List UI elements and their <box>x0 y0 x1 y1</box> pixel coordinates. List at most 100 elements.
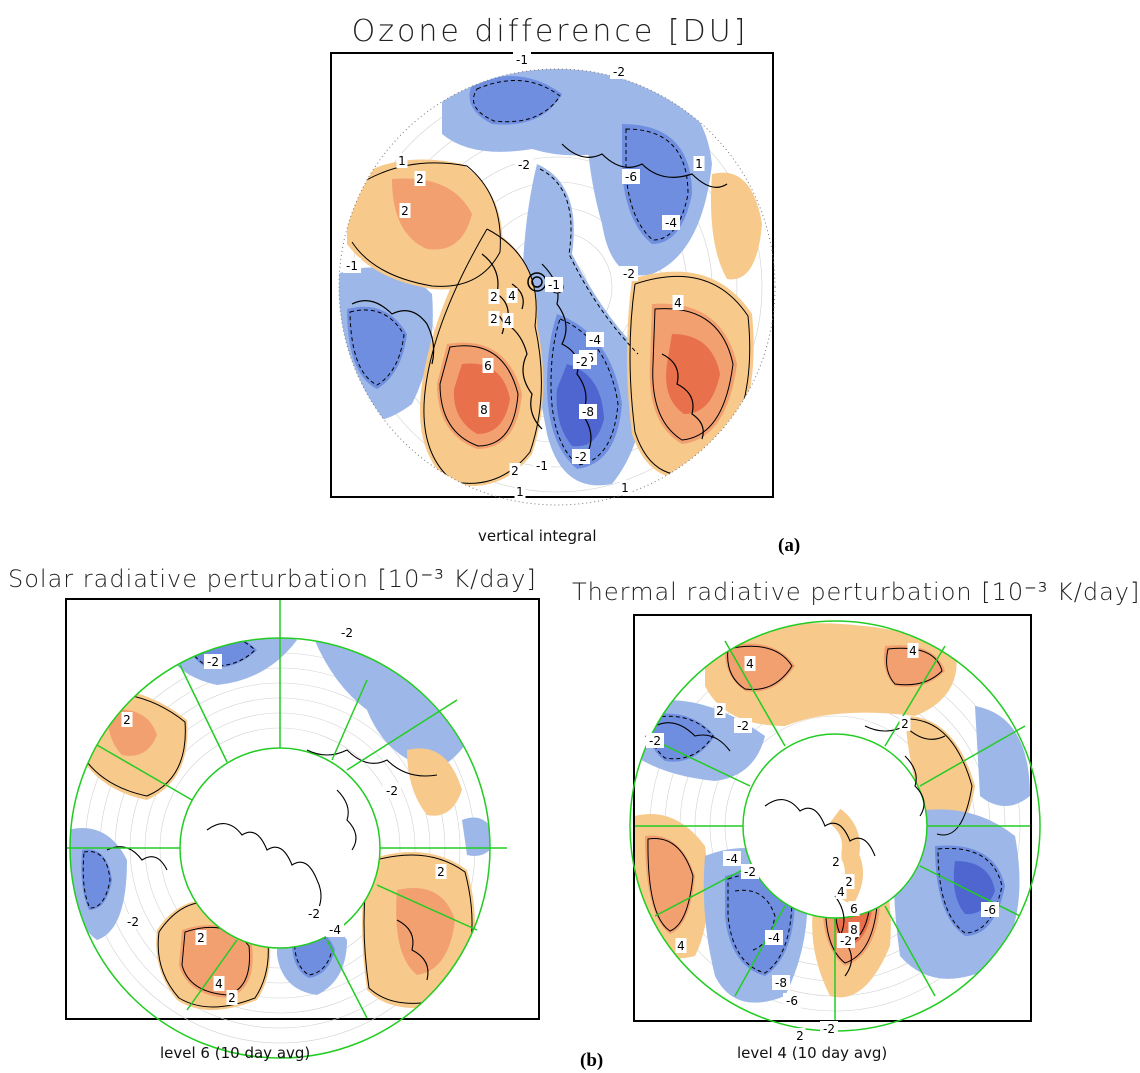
contour-label-bg <box>545 277 563 292</box>
contour-label-bg <box>488 311 500 326</box>
contour-label: -2 <box>840 934 852 948</box>
contour-label-bg <box>741 864 759 879</box>
contour-label-bg <box>734 718 752 733</box>
contour-label: -4 <box>726 852 738 866</box>
contour-label: 8 <box>850 923 858 937</box>
contour-label: 2 <box>490 312 498 326</box>
panel-b-left-subtitle: level 6 (10 day avg) <box>160 1044 311 1062</box>
contour-label: 2 <box>832 855 840 869</box>
panel-b-right-subtitle: level 4 (10 day avg) <box>737 1044 888 1062</box>
contour-label: 1 <box>695 157 703 171</box>
contour-label: 4 <box>215 977 223 991</box>
contour-label-bg <box>399 203 411 218</box>
panel-a-map: -1-2-2-61122-1-4-224-1424-4-66-28-8-22-1… <box>330 52 776 506</box>
contour-label: -2 <box>823 1022 835 1036</box>
contour-label-bg <box>981 902 999 917</box>
contour-label: 4 <box>677 939 685 953</box>
contour-label-bg <box>783 993 801 1008</box>
contour-label: -6 <box>786 994 798 1008</box>
contour-label: 4 <box>674 296 682 310</box>
contour-label-bg <box>907 643 919 658</box>
contour-label-bg <box>509 463 521 478</box>
contour-label: -8 <box>775 976 787 990</box>
contour-label-bg <box>195 930 207 945</box>
contour-label: 2 <box>197 931 205 945</box>
contour-label-bg <box>830 854 842 869</box>
contour-label-bg <box>714 703 726 718</box>
contour-label-bg <box>620 266 638 281</box>
contour-label-bg <box>848 922 860 937</box>
contour-label-bg <box>646 733 664 748</box>
contour-label: -2 <box>576 355 588 369</box>
contour-label-bg <box>478 402 490 417</box>
contour-label: 4 <box>508 289 516 303</box>
contour-label: 2 <box>716 704 724 718</box>
contour-label-bg <box>513 52 531 67</box>
contour-label: 2 <box>901 717 909 731</box>
contour-label: 1 <box>516 485 524 499</box>
contour-label: -4 <box>329 923 341 937</box>
contour-label-bg <box>622 169 640 184</box>
panel-a-plot: -1-2-2-61122-1-4-224-1424-4-66-28-8-22-1… <box>338 52 776 506</box>
contour-label: -1 <box>548 278 560 292</box>
contour-label: -6 <box>984 903 996 917</box>
contour-label-bg <box>514 484 526 499</box>
contour-label: -1 <box>536 459 548 473</box>
contour-label-bg <box>723 851 741 866</box>
contour-label: 4 <box>909 644 917 658</box>
contour-label-bg <box>326 922 344 937</box>
contour-label: -1 <box>346 259 358 273</box>
contour-label-bg <box>619 480 631 495</box>
contour-label-bg <box>610 64 628 79</box>
contour-label-bg <box>435 864 447 879</box>
contour-label: 4 <box>746 657 754 671</box>
contour-label-bg <box>338 625 356 640</box>
contour-label: -4 <box>768 931 780 945</box>
contour-label-bg <box>515 157 533 172</box>
contour-label: -2 <box>744 865 756 879</box>
contour-label: 2 <box>401 204 409 218</box>
contour-label-bg <box>820 1021 838 1036</box>
contour-label-bg <box>572 449 590 464</box>
contour-label: -2 <box>737 719 749 733</box>
contour-label-bg <box>662 215 680 230</box>
contour-label-bg <box>693 156 705 171</box>
contour-label: -1 <box>516 53 528 67</box>
contour-label-bg <box>794 1028 806 1043</box>
contour-label-bg <box>672 295 684 310</box>
contour-label-bg <box>482 358 494 373</box>
contour-label: -2 <box>623 267 635 281</box>
panel-a-title: Ozone difference [DU] <box>351 14 749 49</box>
contour-label: -4 <box>589 333 601 347</box>
contour-label-bg <box>305 906 323 921</box>
contour-label-bg <box>226 990 238 1005</box>
panel-b-left-title: Solar radiative perturbation [10⁻³ K/day… <box>8 565 537 593</box>
contour-label: 8 <box>480 403 488 417</box>
contour-label: -2 <box>575 450 587 464</box>
contour-label-bg <box>579 404 597 419</box>
contour-label: -2 <box>127 915 139 929</box>
contour-label: 2 <box>511 464 519 478</box>
contour-label-bg <box>586 332 604 347</box>
contour-label-bg <box>744 656 756 671</box>
contour-label: 2 <box>845 875 853 889</box>
panel-a-contour-labels: -1-2-2-61122-1-4-224-1424-4-66-28-8-22-1… <box>343 52 705 499</box>
contour-label: 2 <box>437 865 445 879</box>
panel-a-subtitle: vertical integral <box>478 527 597 545</box>
contour-label-bg <box>396 153 408 168</box>
panel-b-tag: (b) <box>580 1050 604 1071</box>
contour-label-bg <box>488 289 500 304</box>
contour-label: -2 <box>613 65 625 79</box>
contour-label: 2 <box>416 172 424 186</box>
contour-label-bg <box>204 654 222 669</box>
contour-label: 1 <box>621 481 629 495</box>
contour-label: 4 <box>504 314 512 328</box>
panel-b-left-plot: -2-22-22-2-42-242 <box>67 600 507 1059</box>
contour-label-bg <box>343 258 361 273</box>
contour-label-bg <box>124 914 142 929</box>
contour-label-bg <box>506 288 518 303</box>
